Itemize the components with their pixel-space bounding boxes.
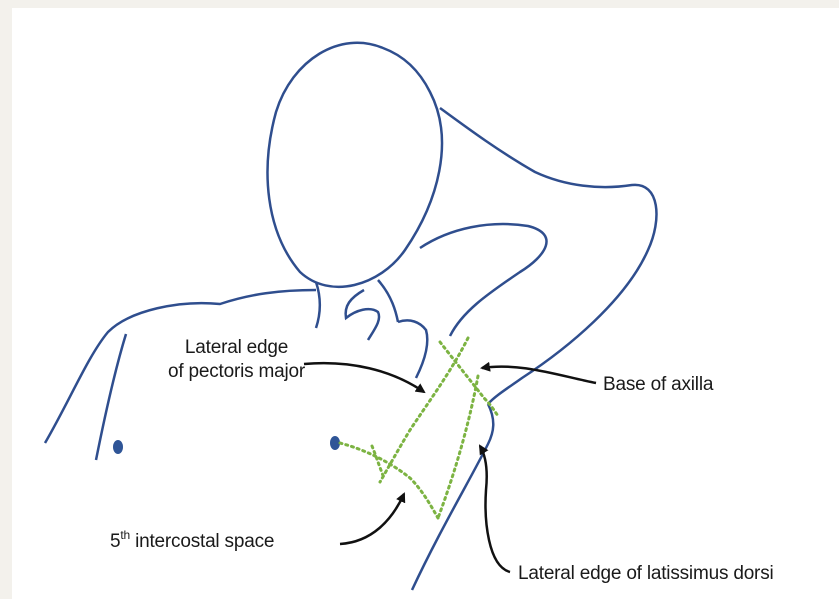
raised-arm-upper [440,108,656,404]
intercostal-text: intercostal space [130,531,274,552]
pectoralis-label-line2: of pectoris major [168,360,305,384]
safe-triangle-markings [340,338,498,518]
intercostal-lower-dotted [372,446,384,478]
axilla-label: Base of axilla [603,373,713,397]
pectoralis-label-line1: Lateral edge [168,336,305,360]
neck-left [316,282,320,328]
chest-right-edge [398,320,427,378]
neck-right [378,280,398,322]
latissimus-arrow [480,446,510,572]
left-nipple [113,440,123,454]
intercostal-dotted [340,443,438,518]
intercostal-label: 5th intercostal space [110,530,274,554]
latissimus-edge-dotted [438,376,478,518]
raised-arm-lower [420,224,547,336]
axilla-arrow [482,367,596,383]
pectoralis-label: Lateral edge of pectoris major [168,336,305,384]
left-arm-edge [96,334,126,460]
intercostal-suffix: th [120,528,130,542]
pectoralis-arrow [304,363,424,392]
intercostal-arrow [340,494,404,544]
latissimus-label: Lateral edge of latissimus dorsi [518,562,774,586]
right-shoulder-fold [346,290,379,340]
intercostal-number: 5 [110,531,120,552]
head-outline [268,43,442,287]
axilla-base-dotted [440,342,498,416]
